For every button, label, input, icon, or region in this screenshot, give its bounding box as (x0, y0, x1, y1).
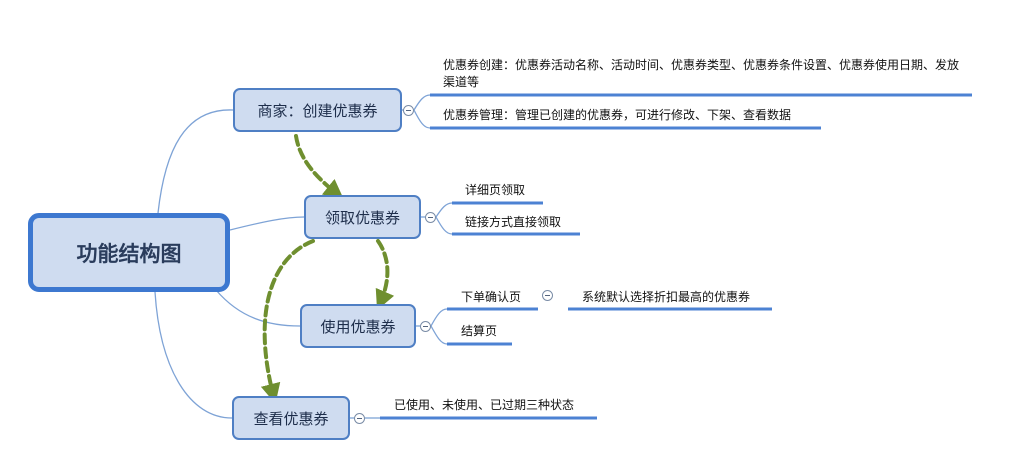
connector-root-to-view (154, 291, 233, 419)
connector-merchant-to-manage (413, 109, 431, 129)
leaf-connectors (350, 94, 453, 419)
collapse-toggle-view[interactable] (354, 413, 365, 424)
collapse-toggle-merchant[interactable] (403, 105, 414, 116)
root-connectors (154, 109, 305, 419)
leaf-three-status[interactable]: 已使用、未使用、已过期三种状态 (394, 398, 575, 412)
connector-receive-to-detail (435, 202, 453, 218)
collapse-toggle-use[interactable] (420, 321, 431, 332)
flow-arrows (260, 134, 395, 404)
connector-root-to-receive (229, 216, 305, 231)
connector-use-to-settle (430, 325, 448, 345)
flow-arrow-receive-to-view (260, 239, 315, 404)
connector-root-to-merchant (157, 109, 234, 214)
leaf-default-best-discount[interactable]: 系统默认选择折扣最高的优惠券 (582, 290, 751, 304)
root-label: 功能结构图 (76, 241, 182, 266)
leaf-detail-page-receive[interactable]: 详细页领取 (465, 183, 526, 197)
branch-view-coupon[interactable]: 查看优惠券 (232, 396, 350, 440)
collapse-toggle-receive[interactable] (425, 212, 436, 223)
leaf-order-confirm-page[interactable]: 下单确认页 (461, 290, 522, 304)
connector-root-to-use (215, 289, 301, 327)
branch-label: 使用优惠券 (320, 317, 396, 336)
branch-receive-coupon[interactable]: 领取优惠券 (304, 195, 421, 239)
branch-use-coupon[interactable]: 使用优惠券 (300, 304, 416, 348)
leaf-coupon-management[interactable]: 优惠券管理：管理已创建的优惠券，可进行修改、下架、查看数据 (443, 108, 792, 122)
root-node[interactable]: 功能结构图 (28, 213, 230, 292)
flow-arrow-receive-to-use (375, 239, 395, 311)
branch-label: 商家：创建优惠券 (257, 101, 378, 120)
leaf-link-receive[interactable]: 链接方式直接领取 (465, 215, 562, 229)
connector-receive-to-link (435, 216, 453, 235)
leaf-settlement-page[interactable]: 结算页 (461, 324, 498, 338)
branch-merchant-create-coupon[interactable]: 商家：创建优惠券 (233, 88, 402, 132)
leaf-coupon-creation[interactable]: 优惠券创建：优惠券活动名称、活动时间、优惠券类型、优惠券条件设置、优惠券使用日期… (443, 58, 960, 89)
branch-label: 领取优惠券 (324, 208, 400, 227)
branch-label: 查看优惠券 (253, 409, 329, 428)
flow-arrow-create-to-receive (294, 134, 344, 200)
connector-use-to-confirm (430, 308, 448, 327)
collapse-toggle-confirm-page[interactable] (542, 290, 553, 301)
connector-merchant-to-create (413, 94, 431, 111)
leaf-underlines (380, 93, 972, 420)
